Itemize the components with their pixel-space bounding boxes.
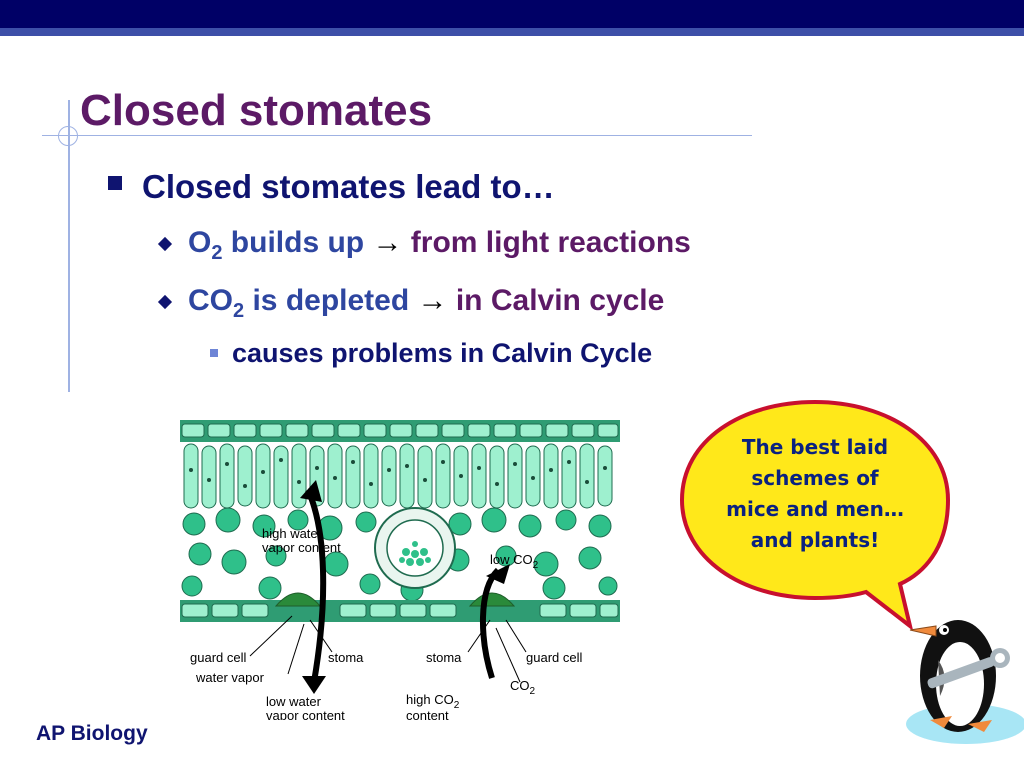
bubble-line-2: schemes of: [751, 466, 879, 490]
speech-bubble-text: The best laid schemes of mice and men… a…: [716, 432, 914, 556]
slide-title: Closed stomates: [80, 86, 433, 135]
vascular-bundle: [374, 507, 456, 589]
co2-highlight: in Calvin cycle: [447, 284, 665, 317]
right-arrow-icon: →: [417, 284, 448, 317]
speech-bubble: [679, 399, 951, 630]
diamond-bullet-icon: [157, 236, 173, 252]
o2-subscript: 2: [211, 242, 223, 264]
label-low-water-content: vapor content: [266, 708, 345, 720]
label-high-co2-content: content: [406, 708, 449, 720]
label-guard-cell-right: guard cell: [526, 650, 582, 665]
svg-text:CO2: CO2: [510, 678, 536, 697]
footer-course-label: AP Biology: [36, 722, 148, 745]
svg-text:low CO2: low CO2: [490, 552, 539, 571]
label-guard-cell-left: guard cell: [190, 650, 246, 665]
label-water-vapor: water vapor: [195, 670, 265, 685]
leaf-cross-section-diagram: high water vapor content low CO2 guard c…: [180, 420, 620, 720]
decor-crosshair-circle: [58, 126, 78, 146]
decor-vertical-line: [68, 100, 70, 392]
right-arrow-icon: →: [372, 226, 403, 259]
co2-symbol: CO: [188, 284, 233, 317]
label-stoma-right: stoma: [426, 650, 462, 665]
bubble-line-4: and plants!: [750, 528, 880, 552]
co2-text: is depleted: [244, 284, 418, 317]
o2-symbol: O: [188, 226, 212, 259]
co2-subscript: 2: [233, 300, 245, 322]
square-bullet-icon: [108, 176, 122, 190]
penguin-mascot-icon: [906, 620, 1024, 744]
small-square-bullet-icon: [210, 349, 218, 357]
bubble-line-3: mice and men…: [726, 497, 904, 521]
label-high-co2-sub: 2: [454, 700, 460, 711]
o2-highlight: from light reactions: [402, 226, 691, 259]
label-low-co2-sub: 2: [533, 560, 539, 571]
top-banner-stripe: [0, 28, 1024, 36]
bubble-line-1: The best laid: [741, 435, 889, 459]
label-high-water: high water: [262, 526, 323, 541]
label-low-water: low water: [266, 694, 322, 709]
top-banner: [0, 0, 1024, 28]
label-co2-sub: 2: [530, 686, 536, 697]
diamond-bullet-icon: [157, 294, 173, 310]
label-co2: CO: [510, 678, 530, 693]
label-stoma-left: stoma: [328, 650, 364, 665]
svg-text:high CO2: high CO2: [406, 692, 460, 711]
decor-horizontal-line: [42, 135, 752, 136]
label-high-co2: high CO: [406, 692, 454, 707]
bullet-level1-text: Closed stomates lead to…: [142, 168, 555, 205]
o2-text: builds up: [222, 226, 373, 259]
label-low-co2: low CO: [490, 552, 533, 567]
label-vapor-content: vapor content: [262, 540, 341, 555]
bullet-level3-text: causes problems in Calvin Cycle: [232, 338, 653, 368]
